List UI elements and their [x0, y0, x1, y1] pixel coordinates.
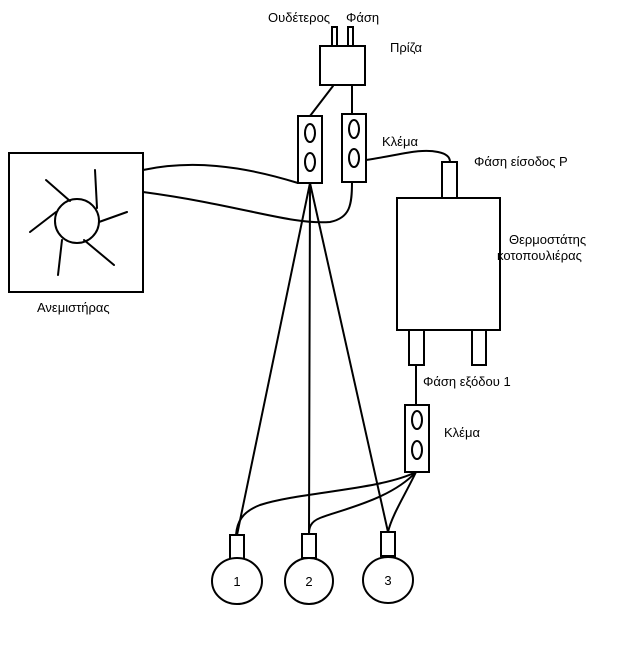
- lamp-1-bulb: [211, 557, 263, 605]
- wires: [142, 85, 451, 536]
- fan-blade-5: [57, 239, 63, 276]
- wire-phase-lamp-1: [235, 471, 417, 536]
- terminal-top-left-screw-2: [304, 152, 316, 172]
- wire-neutral-lamp-3: [309, 182, 389, 533]
- label-thermostat-line1: Θερμοστάτης: [509, 232, 586, 247]
- fan: [8, 152, 144, 293]
- lamp-3: 3: [362, 531, 414, 604]
- thermostat: [396, 161, 501, 366]
- thermostat-output-terminal-1: [408, 329, 425, 366]
- socket-body: [319, 45, 366, 86]
- label-thermostat-line2: κοτοπουλιέρας: [497, 248, 582, 263]
- label-terminal-bottom: Κλέμα: [444, 425, 480, 440]
- terminal-bottom-screw-2: [411, 440, 423, 460]
- wire-phase-lamp-2: [308, 471, 417, 535]
- terminal-bottom-screw-1: [411, 410, 423, 430]
- wire-socket-neutral: [309, 85, 334, 117]
- fan-blade-3: [98, 211, 128, 223]
- thermostat-output-terminal-2: [471, 329, 487, 366]
- label-phase-output: Φάση εξόδου 1: [423, 374, 511, 389]
- wire-phase-to-thermostat: [365, 149, 451, 163]
- terminal-bottom: [404, 404, 430, 473]
- terminal-top-right-screw-1: [348, 119, 360, 139]
- wire-fan-lower: [142, 181, 353, 224]
- socket: [319, 26, 366, 86]
- wire-fan-upper: [142, 163, 299, 184]
- lamp-2: 2: [284, 533, 334, 605]
- fan-blade-4: [83, 239, 115, 266]
- lamp-1: 1: [211, 534, 263, 605]
- fan-hub: [54, 198, 100, 244]
- lamp-2-base: [301, 533, 317, 559]
- terminal-top-left: [297, 115, 323, 184]
- thermostat-input-terminal: [441, 161, 458, 199]
- wire-phase-lamp-3: [387, 471, 417, 533]
- fan-housing: [8, 152, 144, 293]
- label-neutral: Ουδέτερος: [268, 10, 330, 25]
- socket-prong-phase: [347, 26, 354, 48]
- lamp-3-label: 3: [384, 573, 391, 588]
- wire-neutral-lamp-1: [236, 182, 311, 536]
- label-fan: Ανεμιστήρας: [37, 300, 110, 315]
- thermostat-body: [396, 197, 501, 331]
- lamp-3-bulb: [362, 556, 414, 604]
- wire-neutral-lamp-2: [308, 182, 311, 535]
- lamp-1-base: [229, 534, 245, 560]
- lamp-2-bulb: [284, 557, 334, 605]
- lamp-3-base: [380, 531, 396, 557]
- label-phase: Φάση: [346, 10, 379, 25]
- label-terminal-top: Κλέμα: [382, 134, 418, 149]
- terminal-top-left-screw-1: [304, 123, 316, 143]
- fan-blade-6: [29, 211, 57, 233]
- socket-prong-neutral: [331, 26, 338, 48]
- terminal-top-right-screw-2: [348, 148, 360, 168]
- fan-blade-2: [94, 169, 98, 209]
- lamp-2-label: 2: [305, 574, 312, 589]
- lamp-1-label: 1: [233, 574, 240, 589]
- fan-blade-1: [45, 179, 71, 202]
- label-socket: Πρίζα: [390, 40, 423, 55]
- terminal-top-right: [341, 113, 367, 183]
- label-phase-input: Φάση είσοδος P: [474, 154, 568, 169]
